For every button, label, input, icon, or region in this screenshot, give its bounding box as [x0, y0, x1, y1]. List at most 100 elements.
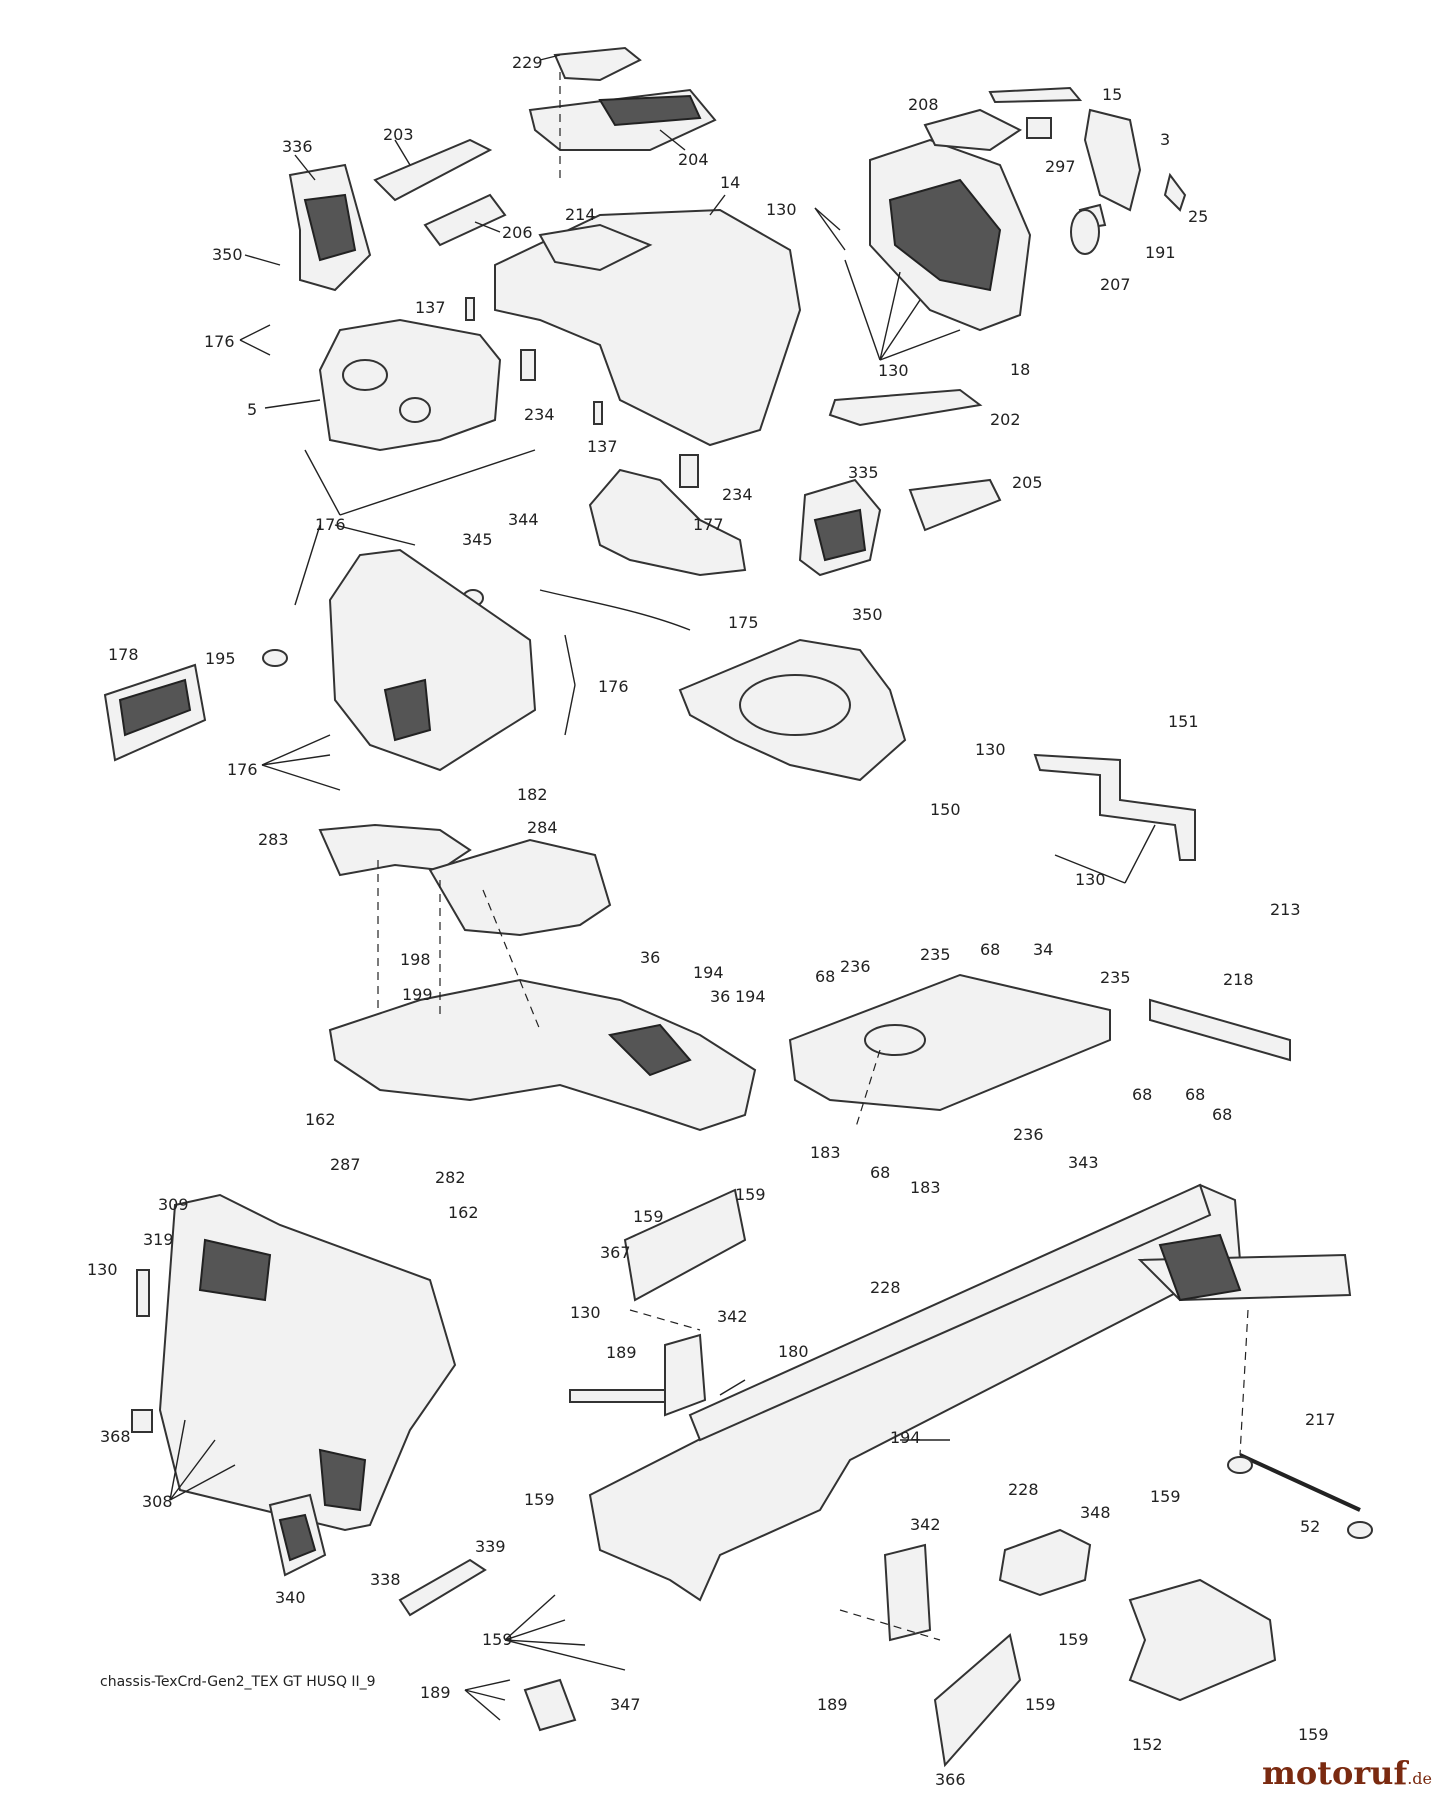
callout: 348: [1080, 1503, 1111, 1522]
callout: 36: [640, 948, 660, 967]
callout: 297: [1045, 157, 1076, 176]
callout: 366: [935, 1770, 966, 1789]
callout: 203: [383, 125, 414, 144]
callout: 177: [693, 515, 724, 534]
part-shapes: [103, 46, 1373, 1768]
callout: 217: [1305, 1410, 1336, 1429]
callout: 176: [204, 332, 235, 351]
callout: 228: [1008, 1480, 1039, 1499]
callout: 206: [502, 223, 533, 242]
callout: 284: [527, 818, 558, 837]
callout: 178: [108, 645, 139, 664]
callout: 176: [227, 760, 258, 779]
callout: 283: [258, 830, 289, 849]
callout: 236: [840, 957, 871, 976]
callout: 342: [717, 1307, 748, 1326]
callout: 176: [598, 677, 629, 696]
callout: 151: [1168, 712, 1199, 731]
callout: 159: [1058, 1630, 1089, 1649]
callout: 236: [1013, 1125, 1044, 1144]
callout: 130: [975, 740, 1006, 759]
brand-watermark: motoruf.de: [1262, 1754, 1432, 1792]
callout: 68: [1212, 1105, 1232, 1124]
callout: 195: [205, 649, 236, 668]
callout: 347: [610, 1695, 641, 1714]
assembly-lines: [377, 72, 1249, 1641]
callout: 339: [475, 1537, 506, 1556]
callout: 189: [606, 1343, 637, 1362]
callout: 130: [766, 200, 797, 219]
diagram-caption: chassis-TexCrd-Gen2_TEX GT HUSQ II_9: [100, 1674, 376, 1690]
callout: 345: [462, 530, 493, 549]
callout: 204: [678, 150, 709, 169]
callout: 36: [710, 987, 730, 1006]
callout: 130: [570, 1303, 601, 1322]
callout: 343: [1068, 1153, 1099, 1172]
callout: 180: [778, 1342, 809, 1361]
callout: 18: [1010, 360, 1030, 379]
callout: 130: [87, 1260, 118, 1279]
callout: 182: [517, 785, 548, 804]
callout: 340: [275, 1588, 306, 1607]
callout: 68: [980, 940, 1000, 959]
callout: 152: [1132, 1735, 1163, 1754]
callout: 159: [524, 1490, 555, 1509]
callout: 287: [330, 1155, 361, 1174]
callout: 137: [587, 437, 618, 456]
callout: 150: [930, 800, 961, 819]
callout: 25: [1188, 207, 1208, 226]
callout: 52: [1300, 1517, 1320, 1536]
callouts: 229 204 214 336 203 206 350 14 137 176 5…: [87, 53, 1336, 1789]
callout: 130: [1075, 870, 1106, 889]
callout: 344: [508, 510, 539, 529]
callout: 162: [305, 1110, 336, 1129]
callout: 5: [247, 400, 257, 419]
callout: 191: [1145, 243, 1176, 262]
callout: 335: [848, 463, 879, 482]
callout: 336: [282, 137, 313, 156]
callout: 207: [1100, 275, 1131, 294]
callout: 15: [1102, 85, 1122, 104]
callout: 235: [920, 945, 951, 964]
callout: 338: [370, 1570, 401, 1589]
callout: 214: [565, 205, 596, 224]
callout: 235: [1100, 968, 1131, 987]
callout: 205: [1012, 473, 1043, 492]
callout: 202: [990, 410, 1021, 429]
callout: 183: [810, 1143, 841, 1162]
callout: 234: [524, 405, 555, 424]
callout: 208: [908, 95, 939, 114]
callout: 68: [1132, 1085, 1152, 1104]
callout: 229: [512, 53, 543, 72]
callout: 234: [722, 485, 753, 504]
callout: 159: [1025, 1695, 1056, 1714]
callout: 194: [735, 987, 766, 1006]
callout: 282: [435, 1168, 466, 1187]
callout: 368: [100, 1427, 131, 1446]
callout: 137: [415, 298, 446, 317]
callout: 162: [448, 1203, 479, 1222]
callout: 213: [1270, 900, 1301, 919]
callout: 130: [878, 361, 909, 380]
callout: 194: [890, 1428, 921, 1447]
callout: 189: [817, 1695, 848, 1714]
callout: 308: [142, 1492, 173, 1511]
watermark-tld: .de: [1407, 1769, 1432, 1788]
callout: 159: [482, 1630, 513, 1649]
callout: 183: [910, 1178, 941, 1197]
callout: 34: [1033, 940, 1053, 959]
callout: 198: [400, 950, 431, 969]
callout: 319: [143, 1230, 174, 1249]
callout: 14: [720, 173, 740, 192]
callout: 309: [158, 1195, 189, 1214]
callout: 159: [1150, 1487, 1181, 1506]
callout: 159: [1298, 1725, 1329, 1744]
callout: 350: [852, 605, 883, 624]
callout: 3: [1160, 130, 1170, 149]
callout: 159: [735, 1185, 766, 1204]
watermark-brand: motoruf: [1261, 1754, 1408, 1792]
callout: 367: [600, 1243, 631, 1262]
callout: 199: [402, 985, 433, 1004]
callout: 228: [870, 1278, 901, 1297]
